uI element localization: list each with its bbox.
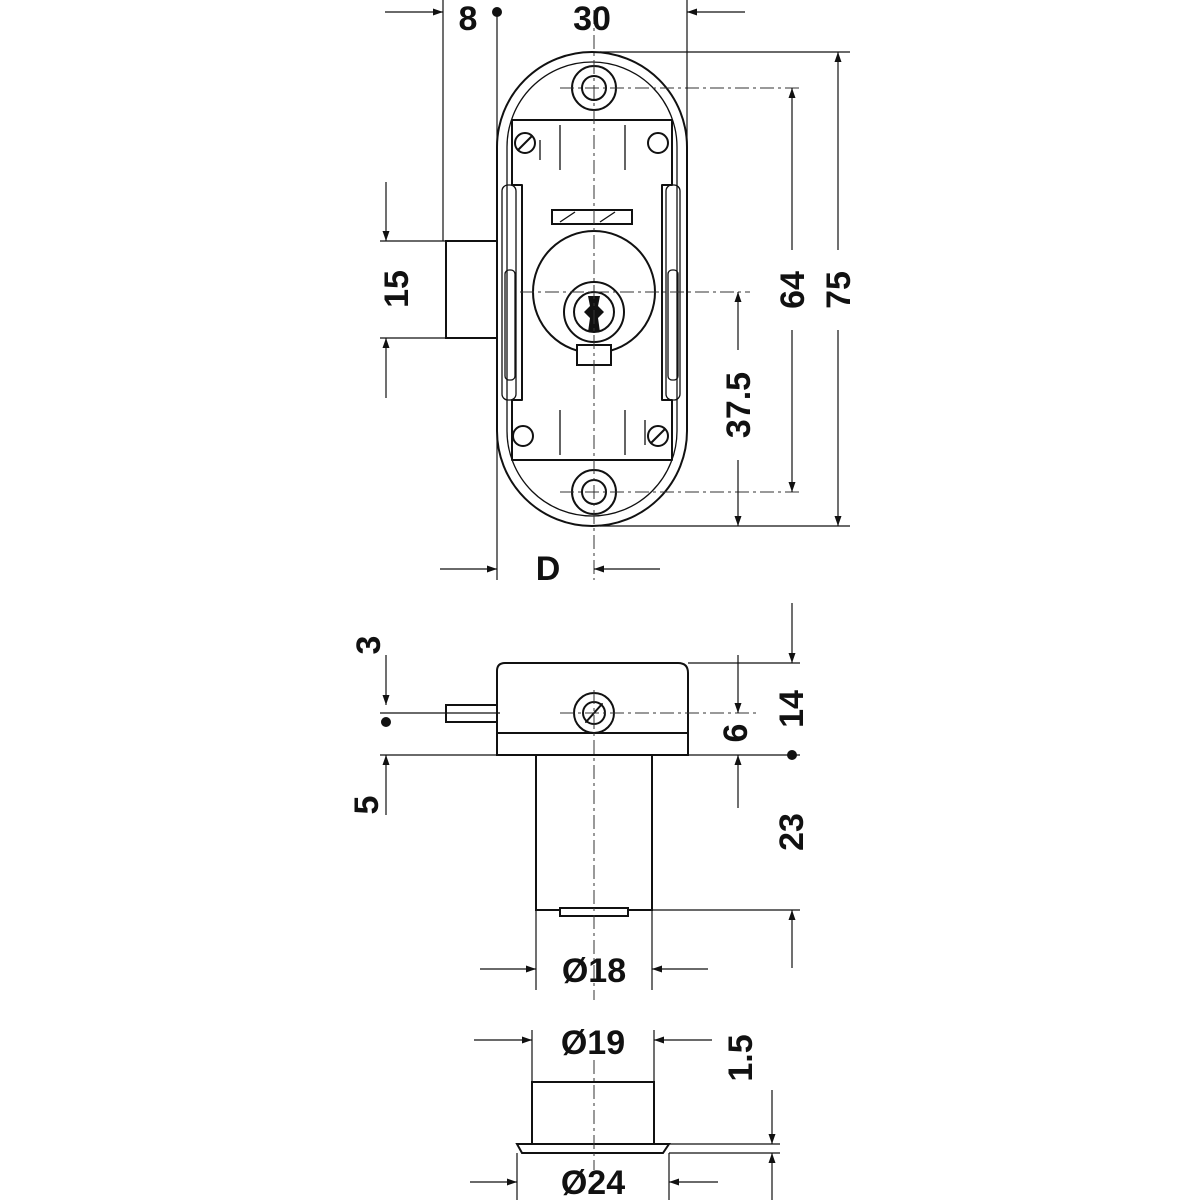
side-view: 3 5 6 14 23 Ø18 bbox=[348, 603, 811, 1000]
dia-24-label: Ø24 bbox=[561, 1164, 625, 1200]
dia-19-label: Ø19 bbox=[561, 1024, 625, 1062]
dim-D-label: D bbox=[536, 550, 561, 588]
screw-icon bbox=[647, 425, 669, 447]
dim-37-5-label: 37.5 bbox=[720, 372, 758, 438]
dim-1-5-label: 1.5 bbox=[722, 1034, 760, 1081]
dim-6-label: 6 bbox=[717, 724, 755, 743]
dim-8-label: 8 bbox=[459, 0, 478, 38]
indicator-window bbox=[551, 209, 633, 225]
lock-body-inner-outline bbox=[506, 61, 678, 517]
dim-75-label: 75 bbox=[820, 271, 858, 309]
screw-icon bbox=[512, 425, 534, 447]
screw-icon bbox=[647, 132, 669, 154]
rose-collar bbox=[531, 1081, 655, 1145]
front-view: 8 30 15 37.5 64 75 D bbox=[378, 0, 858, 588]
dim-5-label: 5 bbox=[348, 796, 386, 815]
rose-flange bbox=[515, 1143, 671, 1154]
left-slot bbox=[501, 184, 517, 401]
dim-64-label: 64 bbox=[774, 271, 812, 309]
dim-14-label: 14 bbox=[773, 690, 811, 728]
dim-23-label: 23 bbox=[773, 813, 811, 851]
housing-base-plate bbox=[496, 732, 689, 756]
screw-icon bbox=[514, 132, 536, 154]
dia-18-label: Ø18 bbox=[562, 952, 626, 990]
housing bbox=[496, 662, 689, 734]
dim-origin-dot bbox=[787, 750, 797, 760]
dim-origin-dot bbox=[492, 7, 502, 17]
dim-origin-dot bbox=[381, 717, 391, 727]
dim-15-label: 15 bbox=[378, 270, 416, 308]
bolt bbox=[445, 240, 498, 339]
dim-3-label: 3 bbox=[350, 636, 388, 655]
dim-30-label: 30 bbox=[573, 0, 611, 38]
rose-view: Ø19 Ø24 1.5 bbox=[470, 1024, 780, 1200]
